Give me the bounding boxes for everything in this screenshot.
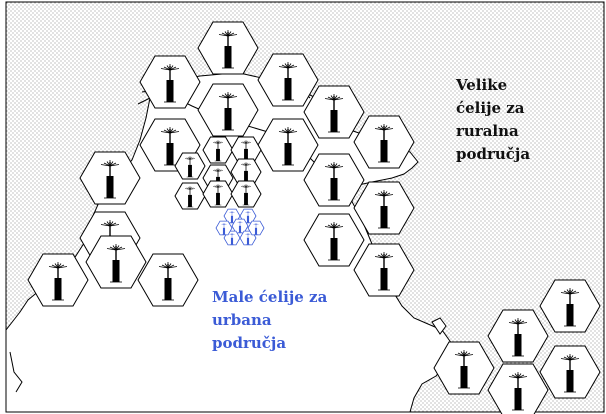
radio-tower-icon [278,62,298,101]
rural-cell [139,55,201,109]
radio-tower-icon [278,127,298,166]
rural-cell [487,363,549,414]
rural-cell [353,181,415,235]
radio-tower-icon [508,372,528,411]
micro-cell-icon [229,211,235,223]
radio-tower-icon [374,190,394,229]
rural-cells-label: Velike ćelije za ruralna područja [455,76,530,163]
rural-label-line-2: ćelije za [456,99,525,117]
radio-tower-icon [158,262,178,301]
radio-tower-icon [374,124,394,163]
urban-cell [174,152,206,180]
urban-cell [174,182,206,210]
rural-cell [539,345,601,399]
radio-tower-icon [241,184,251,206]
rural-cell [257,118,319,172]
radio-tower-icon [213,184,223,206]
radio-tower-icon [160,64,180,103]
micro-cell [247,220,265,236]
micro-cell [215,220,233,236]
rural-cell [303,213,365,267]
radio-tower-icon [374,252,394,291]
micro-cell-icon [237,221,243,233]
radio-tower-icon [241,140,251,162]
radio-tower-icon [560,354,580,393]
radio-tower-icon [160,127,180,166]
radio-tower-icon [185,156,195,178]
island-detail [431,317,447,335]
urban-cell [202,180,234,208]
rural-cell [27,253,89,307]
urban-cell [202,136,234,164]
rural-label-line-3: ruralna [456,122,519,140]
radio-tower-icon [324,162,344,201]
rural-cell [353,243,415,297]
rural-cell [487,309,549,363]
radio-tower-icon [100,160,120,199]
radio-tower-icon [324,94,344,133]
urban-cell [230,180,262,208]
micro-cell-icon [229,233,235,245]
rural-cell [137,253,199,307]
rural-cell [303,153,365,207]
rural-cell [79,151,141,205]
radio-tower-icon [185,186,195,208]
urban-label-line-1: Male ćelije za [212,288,328,306]
micro-cell-icon [221,223,227,235]
micro-cell-icon [245,233,251,245]
radio-tower-icon [560,288,580,327]
rural-label-line-4: područja [456,145,530,163]
radio-tower-icon [324,222,344,261]
rural-cell [353,115,415,169]
urban-label-line-2: urbana [212,311,272,329]
urban-cells-label: Male ćelije za urbana područja [212,288,328,352]
rural-cell [257,53,319,107]
micro-cell-icon [245,211,251,223]
radio-tower-icon [218,92,238,131]
small-coast-left [9,351,23,393]
radio-tower-icon [213,140,223,162]
radio-tower-icon [48,262,68,301]
rural-cell [85,235,147,289]
rural-cell [433,341,495,395]
urban-label-line-3: područja [212,334,286,352]
rural-cell [197,83,259,137]
radio-tower-icon [106,244,126,283]
rural-cell [197,21,259,75]
micro-cell-icon [253,223,259,235]
rural-label-line-1: Velike [455,76,507,94]
radio-tower-icon [218,30,238,69]
rural-cell [303,85,365,139]
radio-tower-icon [454,350,474,389]
radio-tower-icon [508,318,528,357]
rural-cell [539,279,601,333]
